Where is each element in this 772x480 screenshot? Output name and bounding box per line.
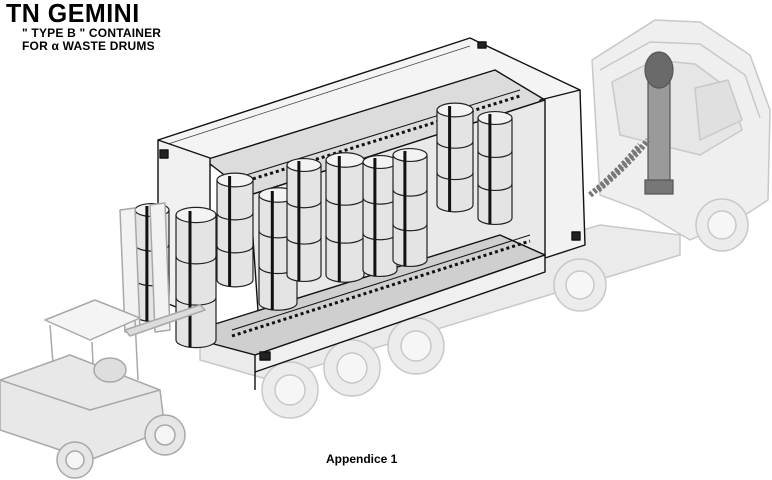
figure-caption: Appendice 1 [326, 452, 398, 466]
waste-drum [325, 152, 365, 283]
waste-drum [362, 154, 398, 278]
forklift [0, 202, 206, 479]
waste-drum [436, 102, 474, 213]
diagram-title: TN GEMINI [6, 0, 140, 29]
waste-drum [477, 110, 513, 226]
air-hoses [588, 138, 651, 198]
forklift-guard [44, 299, 141, 341]
waste-drums [134, 102, 513, 349]
waste-drum [392, 147, 428, 268]
waste-drum [216, 172, 254, 288]
waste-drum [175, 206, 217, 349]
title-block: TN GEMINI " TYPE B " CONTAINER FOR α WAS… [6, 0, 161, 53]
container-front-skirt [254, 254, 546, 373]
diagram-subtitle-line-2: FOR α WASTE DRUMS [22, 39, 155, 53]
exhaust-stack [644, 51, 674, 195]
forklift-forks [124, 304, 206, 337]
corner-casting [159, 149, 169, 159]
waste-drum [286, 157, 322, 283]
diagram-subtitle-line-1: " TYPE B " CONTAINER [22, 26, 162, 40]
